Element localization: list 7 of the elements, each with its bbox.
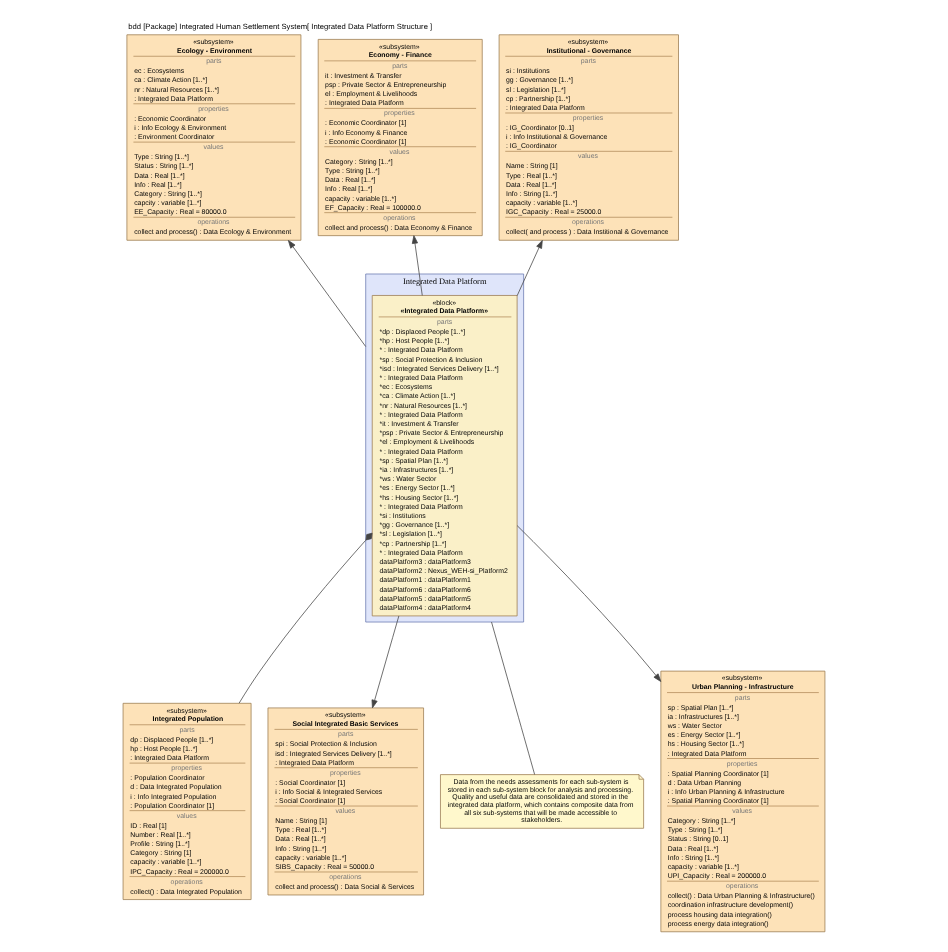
- arrow: [516, 525, 662, 682]
- arrow: [516, 240, 543, 297]
- arrow: [411, 235, 423, 296]
- arrow: [287, 240, 367, 347]
- connector: [491, 621, 535, 775]
- connector: [238, 532, 373, 704]
- arrow: [371, 615, 400, 709]
